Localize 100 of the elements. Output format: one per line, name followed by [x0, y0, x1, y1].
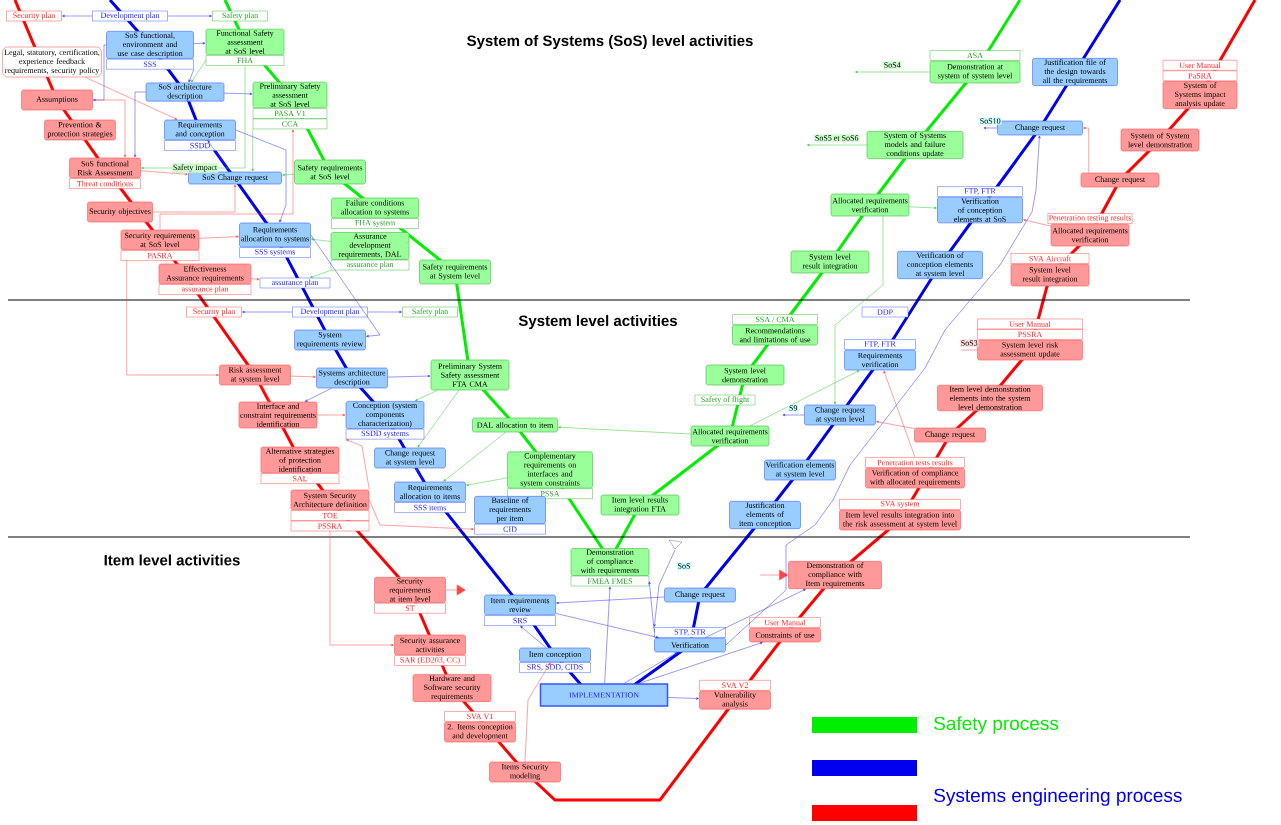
- process-box: System level demonstration: [705, 364, 785, 386]
- document-tag: PSSRA: [977, 329, 1083, 340]
- arrow: [782, 413, 805, 417]
- note-box: Legal, statutory, certification, experience feedback requirements, security policy: [2, 46, 102, 78]
- document-tag: assurance plan: [330, 259, 410, 271]
- arrow: [310, 270, 331, 278]
- process-box: System requirements review: [294, 329, 366, 351]
- process-box: SoS Change request: [188, 171, 282, 185]
- arrow: [92, 99, 127, 158]
- document-tag: TOE: [290, 510, 370, 521]
- process-box: System level result integration: [790, 250, 870, 274]
- process-box: Verification: [654, 637, 726, 653]
- process-box: Change request: [914, 427, 986, 443]
- process-box: Constraints of use: [749, 627, 821, 643]
- process-box: Assumptions: [21, 89, 93, 111]
- arrow: [639, 642, 763, 684]
- arrow: [833, 216, 884, 405]
- process-box: Justification elements of item conception: [729, 501, 801, 529]
- arrow: [251, 128, 254, 172]
- arrow: [704, 589, 806, 638]
- process-box: Allocated requirements verification: [690, 425, 770, 447]
- arrow: [668, 697, 699, 700]
- process-box: Complementary requirements on interfaces and system constraints: [507, 451, 593, 489]
- document-tag: SAL: [260, 473, 340, 484]
- arrow: [235, 129, 287, 223]
- arrow: [520, 625, 547, 648]
- process-box: System Security Architecture definition: [290, 489, 370, 511]
- process-box: Allocated requirements verification: [1050, 223, 1130, 247]
- process-box: Hardware and Software security requirements: [412, 674, 492, 702]
- edge-label: SoS10: [978, 117, 1002, 125]
- arrow: [167, 14, 212, 18]
- arrow: [367, 310, 402, 314]
- document-tag: PASA V1: [252, 108, 328, 119]
- arrow: [648, 581, 655, 633]
- process-box: Item level demonstration elements into the system level demonstration: [937, 384, 1043, 412]
- process-box: SoS functional Risk Assessment: [69, 157, 141, 179]
- process-box: Item level results integration into the risk assessment at system level: [839, 509, 961, 531]
- arrow: [445, 584, 466, 596]
- arrow: [152, 184, 237, 213]
- arrow: [290, 375, 316, 378]
- document-tag: Safety of flight: [694, 394, 756, 406]
- process-box: Verification of conception elements at system level: [897, 251, 983, 279]
- process-box: Verification of conception elements at SoS: [937, 196, 1023, 224]
- document-tag: Penetration testing results: [1047, 213, 1133, 224]
- document-tag: Development plan: [292, 306, 368, 318]
- document-tag: PSSRA: [290, 520, 370, 532]
- arrow: [558, 426, 691, 435]
- document-tag: Penetration tests results: [865, 457, 965, 468]
- arrow: [224, 92, 253, 96]
- process-box: 2. Items conception and development: [444, 721, 516, 743]
- arrow: [750, 370, 860, 426]
- edge-label: SoS4: [882, 61, 902, 69]
- process-box: Effectiveness Assurance requirements: [158, 263, 252, 285]
- document-tag: User Manual: [1162, 60, 1238, 71]
- arrow: [260, 385, 271, 402]
- document-tag: SSS: [106, 58, 194, 70]
- process-box: Change request: [1080, 172, 1160, 188]
- process-box: Baseline of requirements per item: [474, 496, 546, 524]
- document-tag: SVA Aircraft: [1010, 253, 1090, 264]
- document-tag: FMEA FMES: [570, 575, 650, 587]
- arrow: [909, 206, 937, 210]
- arrow: [251, 278, 260, 281]
- arrow: [329, 531, 394, 647]
- process-box: Requirements verification: [844, 349, 916, 371]
- process-box: Conception (system components characterization): [345, 401, 425, 429]
- arrow: [191, 60, 206, 83]
- process-box: Verification elements at system level: [764, 459, 836, 481]
- document-tag: SVA V1: [444, 711, 516, 722]
- document-tag: User Manual: [977, 318, 1083, 330]
- arrow: [414, 390, 438, 402]
- document-tag: ASA: [929, 50, 1021, 61]
- edge-label: SoS3: [959, 339, 979, 347]
- arrow: [623, 652, 678, 684]
- process-box: Allocated requirements verification: [830, 193, 910, 217]
- arrow: [466, 477, 508, 487]
- section-heading: System of Systems (SoS) level activities: [467, 35, 753, 49]
- document-tag: STP, STR: [654, 627, 726, 638]
- edge-label: S9: [788, 404, 799, 412]
- process-box: SoS architecture description: [145, 82, 225, 102]
- arrow: [85, 77, 178, 120]
- arrow: [555, 613, 659, 639]
- process-box: Preliminary System Safety assessment FTA CMA: [430, 359, 510, 391]
- arrow: [310, 234, 381, 338]
- process-box: Assurance development requirements, DAL: [330, 232, 410, 260]
- process-box: Alternative strategies of protection identification: [260, 446, 340, 474]
- arrow: [883, 370, 916, 458]
- document-tag: SVA system: [839, 499, 961, 510]
- arrow: [524, 662, 551, 762]
- document-tag: ST: [374, 603, 446, 614]
- arrow: [159, 129, 295, 230]
- process-box: Item conception: [519, 647, 591, 663]
- implementation-box: IMPLEMENTATION: [539, 683, 669, 707]
- arrow: [188, 69, 194, 83]
- section-heading: System level activities: [518, 315, 677, 329]
- arrow: [387, 374, 431, 378]
- process-box: Systems architecture description: [316, 367, 388, 389]
- arrow: [133, 91, 146, 158]
- document-tag: DDP: [861, 306, 909, 318]
- document-tag: PASRA: [120, 250, 200, 261]
- document-tag: SSDD: [164, 140, 236, 151]
